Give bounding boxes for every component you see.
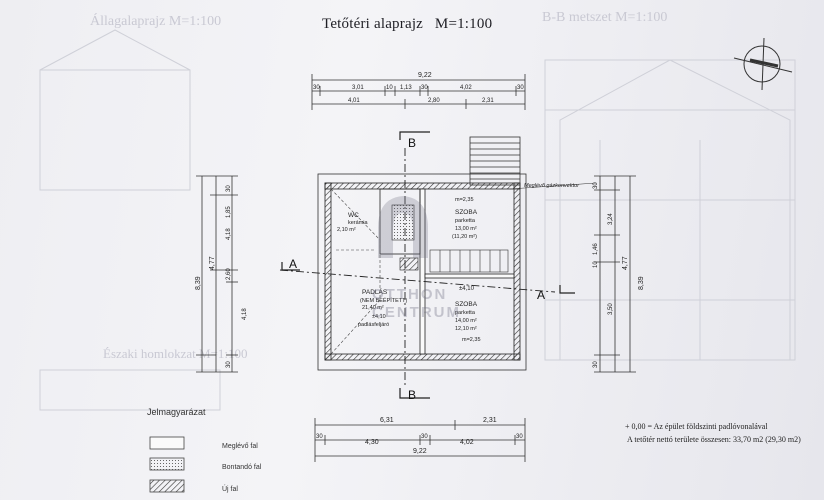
legend-title: Jelmagyarázat (147, 407, 206, 417)
dim-top-1: 30 (313, 85, 320, 91)
section-lines (279, 148, 556, 385)
dim-top-row2-3: 2,31 (482, 98, 494, 104)
dim-right-small-1: 30 (593, 182, 599, 189)
legend-swatch-demolish (149, 457, 185, 471)
north-arrow-icon (733, 37, 793, 91)
legend-label-new: Új fal (222, 486, 238, 493)
szoba2-height: m=2,35 (462, 337, 481, 343)
dim-bottom-total: 9,22 (413, 448, 427, 455)
section-label-a-right: A (537, 288, 545, 302)
roof-outline (317, 173, 527, 371)
interior-stair (429, 249, 509, 273)
dim-left-small-1: 30 (226, 185, 232, 192)
dim-right-small-3: 10 (593, 261, 599, 268)
left-dimension-lines (196, 175, 238, 373)
dim-bottom-row2-3: 30 (421, 434, 428, 440)
dim-bottom-row2-1: 30 (316, 434, 323, 440)
dim-top-row2-1: 4,01 (348, 98, 360, 104)
section-label-b-top: B (408, 136, 416, 150)
ghost-left-title: Állagalaprajz M=1:100 (90, 14, 222, 29)
dim-top-4: 1,13 (400, 85, 412, 91)
legend-label-demolish: Bontandó fal (222, 464, 262, 471)
external-stair (469, 136, 521, 186)
szoba1-area: 13,00 m² (455, 226, 477, 232)
dim-bottom-1: 6,31 (380, 417, 394, 424)
stair-level: ±4,10 (459, 286, 475, 292)
szoba2-net: 12,10 m² (455, 326, 477, 332)
top-dimension-lines (311, 74, 526, 110)
dim-left-outer-1: 8,39 (195, 276, 202, 290)
dim-bottom-row2-5: 30 (516, 434, 523, 440)
dim-right-inner-1: 3,24 (608, 213, 614, 225)
padlas-level: ±4,10 (372, 314, 386, 320)
wc-floor: kerámia (348, 220, 369, 226)
watermark-line2: CENTRUM (372, 304, 461, 321)
dim-right-inner-2: 3,50 (608, 303, 614, 315)
ghost-section-title: B-B metszet M=1:100 (542, 10, 668, 25)
szoba1-height: m=2,35 (455, 197, 474, 203)
dim-bottom-2: 2,31 (483, 417, 497, 424)
dim-top-2: 3,01 (352, 85, 364, 91)
ghost-facade-title: Északi homlokzat M=1:100 (103, 346, 248, 361)
page-title: Tetőtéri alaprajz M=1:100 (322, 16, 492, 33)
dim-left-small-2: 1,85 (226, 206, 232, 218)
padlas-name: PADLÁS (362, 287, 388, 296)
dim-left-outer-2: 4,77 (209, 256, 216, 270)
dim-left-small-4: 30 (226, 361, 232, 368)
wc-name: WC (348, 212, 359, 219)
padlas-label: (NEM BEÉPÍTETT) (360, 297, 408, 304)
padlas-door-note: padlásfeljáró (358, 322, 389, 328)
section-label-a-left: A (289, 257, 297, 271)
szoba2-name: SZOBA (455, 301, 478, 308)
legend-swatch-new (149, 479, 185, 493)
szoba2-area: 14,00 m² (455, 318, 477, 324)
wc-area: 2,10 m² (337, 227, 356, 233)
dim-left-small-3: 2,60 (226, 268, 232, 280)
szoba2-floor: parketta (455, 310, 476, 316)
right-dimension-lines (594, 175, 636, 373)
note-zero-level: + 0,00 = Az épület földszinti padlóvonal… (625, 422, 768, 431)
section-label-b-bottom: B (408, 388, 416, 402)
szoba1-name: SZOBA (455, 209, 478, 216)
watermark-logo-icon (368, 188, 438, 338)
legend-label-existing: Meglévő fal (222, 443, 258, 450)
dim-top-5: 30 (421, 85, 428, 91)
szoba1-floor: parketta (455, 218, 476, 224)
note-net-area: A tetőtér nettó területe összesen: 33,70… (627, 435, 801, 444)
dim-right-small-4: 30 (593, 361, 599, 368)
dim-top-total: 9,22 (418, 72, 432, 79)
dim-top-3: 10 (386, 85, 393, 91)
padlas-area: 21,40 m² (362, 305, 384, 311)
gutter-leader (509, 182, 597, 190)
szoba1-net: (11,20 m²) (452, 234, 477, 240)
dim-right-small-2: 1,46 (593, 243, 599, 255)
dim-left-inner-2: 4,18 (242, 308, 248, 320)
dim-bottom-row2-4: 4,02 (460, 439, 474, 446)
dim-top-6: 4,02 (460, 85, 472, 91)
dim-top-row2-2: 2,80 (428, 98, 440, 104)
dim-top-7: 30 (517, 85, 524, 91)
legend-swatch-existing (149, 436, 185, 450)
bottom-dimension-lines (314, 418, 526, 462)
drawing-scale: M=1:100 (434, 16, 493, 32)
dim-right-mid: 4,77 (622, 256, 629, 270)
dim-bottom-row2-2: 4,30 (365, 439, 379, 446)
walls (324, 182, 521, 361)
drawing-title: Tetőtéri alaprajz (322, 16, 424, 32)
watermark-line1: OTTHON (372, 286, 448, 303)
dim-right-outer: 8,39 (638, 276, 645, 290)
attic-slope-lines (330, 188, 381, 355)
section-markers (281, 131, 575, 399)
dim-left-inner-1: 4,18 (226, 228, 232, 240)
